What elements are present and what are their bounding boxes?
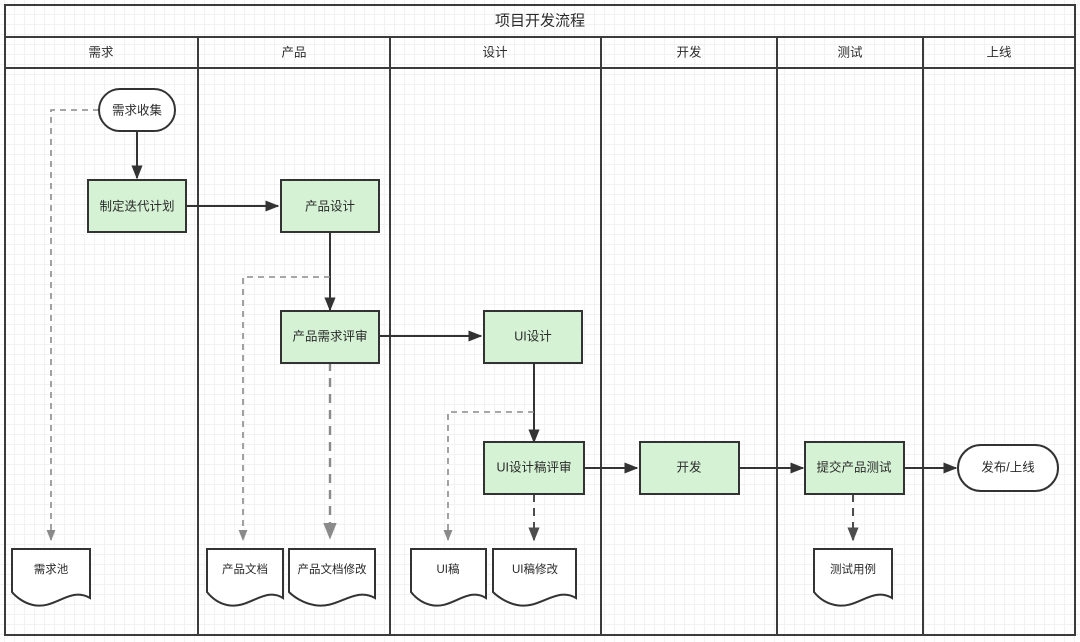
node-label: 制定迭代计划 xyxy=(99,198,174,213)
edges-layer xyxy=(46,109,958,542)
node-development[interactable]: 开发 xyxy=(639,441,740,495)
node-label: 开发 xyxy=(676,459,702,474)
lane-header-requirement: 需求 xyxy=(88,45,114,59)
node-label: 产品文档 xyxy=(222,562,268,576)
node-test-case[interactable]: 测试用例 xyxy=(813,548,893,607)
node-label: 测试用例 xyxy=(830,562,876,576)
node-label: UI设计稿评审 xyxy=(496,459,571,474)
node-product-design[interactable]: 产品设计 xyxy=(280,179,380,233)
node-product-requirement-review[interactable]: 产品需求评审 xyxy=(280,310,380,364)
node-ui-draft[interactable]: UI稿 xyxy=(410,548,487,607)
node-iteration-plan[interactable]: 制定迭代计划 xyxy=(87,179,187,233)
node-label: 发布/上线 xyxy=(981,459,1035,474)
node-label: 产品需求评审 xyxy=(292,328,367,343)
node-release-launch[interactable]: 发布/上线 xyxy=(957,444,1059,492)
page-title: 项目开发流程 xyxy=(495,12,585,29)
node-label: UI稿修改 xyxy=(512,562,558,576)
lane-header-test: 测试 xyxy=(837,44,863,59)
lane-header-release: 上线 xyxy=(986,45,1012,59)
lane-header-design: 设计 xyxy=(482,44,507,59)
lane-dividers xyxy=(197,37,924,634)
node-submit-product-test[interactable]: 提交产品测试 xyxy=(804,441,905,495)
node-label: UI设计 xyxy=(514,328,552,343)
lane-header-dev: 开发 xyxy=(676,44,702,59)
node-label: 提交产品测试 xyxy=(816,459,892,474)
node-product-doc-revision[interactable]: 产品文档修改 xyxy=(288,548,376,607)
node-requirement-collection[interactable]: 需求收集 xyxy=(98,88,176,132)
node-label: 需求池 xyxy=(34,563,69,576)
node-ui-design[interactable]: UI设计 xyxy=(483,310,583,364)
node-label: 产品设计 xyxy=(305,198,355,213)
node-ui-draft-review[interactable]: UI设计稿评审 xyxy=(483,441,585,495)
node-requirement-pool[interactable]: 需求池 xyxy=(11,548,91,607)
node-product-doc[interactable]: 产品文档 xyxy=(206,548,284,607)
edge-collect-to-pool xyxy=(46,109,99,542)
node-label: 需求收集 xyxy=(112,102,163,117)
node-label: UI稿 xyxy=(437,562,460,576)
node-label: 产品文档修改 xyxy=(298,562,367,576)
node-ui-draft-revision[interactable]: UI稿修改 xyxy=(492,548,577,607)
lane-header-product: 产品 xyxy=(281,45,306,59)
diagram-frame xyxy=(4,4,1076,636)
